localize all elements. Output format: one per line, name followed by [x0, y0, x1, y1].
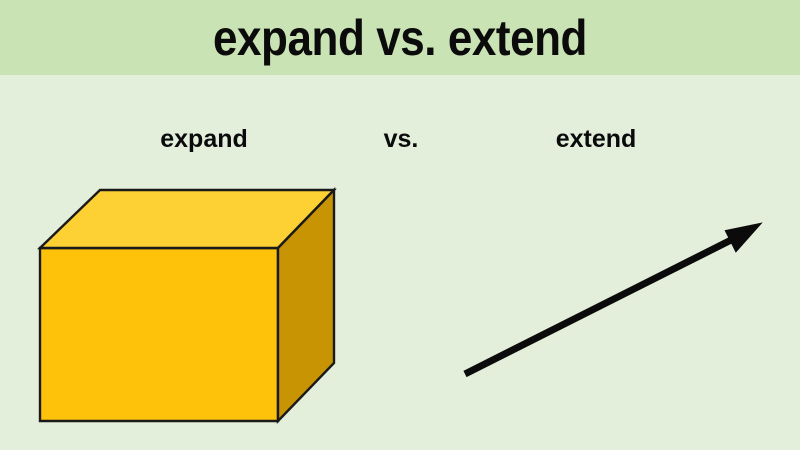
comparison-separator-label: vs.	[383, 125, 419, 153]
arrow-shaft	[463, 229, 747, 378]
title-band	[0, 0, 800, 75]
page-title: expand vs. extend	[213, 9, 587, 66]
cube-side-face	[276, 187, 336, 424]
arrow-head	[724, 222, 763, 253]
comparison-right-label: extend	[555, 125, 637, 153]
comparison-label-row: expand vs. extend	[0, 122, 800, 156]
cube-illustration	[37, 187, 337, 424]
cube-front-face	[38, 246, 280, 423]
comparison-left-label: expand	[160, 125, 248, 153]
arrow-illustration	[463, 222, 763, 378]
